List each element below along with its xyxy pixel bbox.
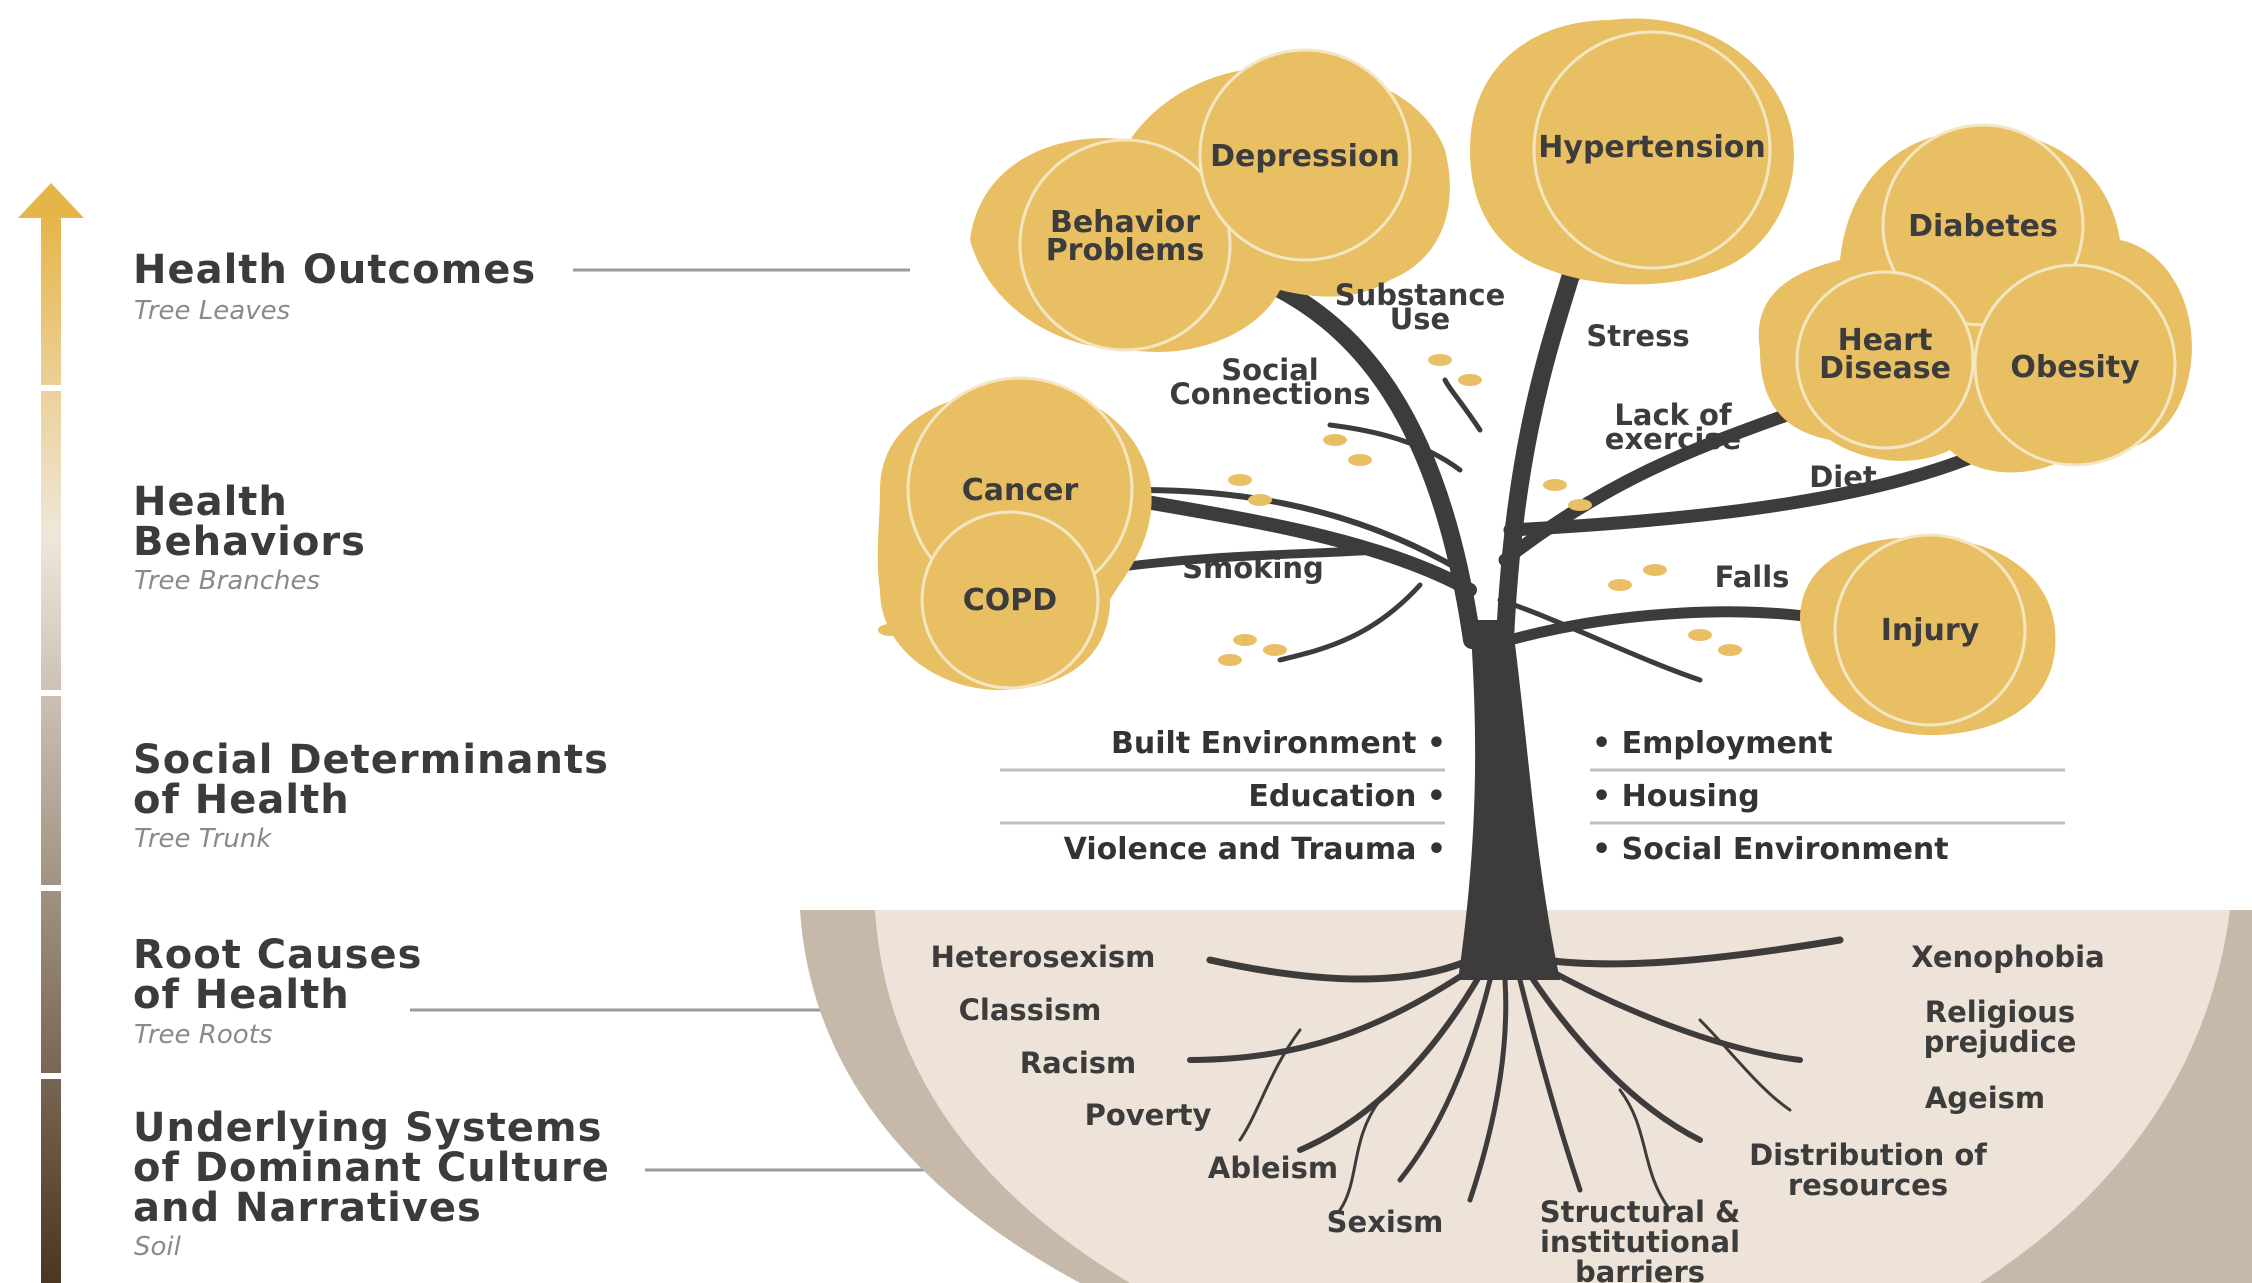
level-subtitle-tree-leaves: Tree Leaves [134,296,291,326]
root-poverty: Poverty [1085,1098,1212,1132]
outcome-diabetes: Diabetes [1908,209,2058,244]
determinant-built-environment: Built Environment • [1111,726,1446,761]
behavior-stress: Stress [1586,319,1689,353]
level-title-health-outcomes: Health Outcomes [133,247,537,293]
behavior-smoking: Smoking [1182,551,1324,585]
root-ableism: Ableism [1208,1151,1338,1185]
behavior-diet: Diet [1809,460,1877,494]
determinant-education: Education • [1248,779,1446,814]
outcome-injury: Injury [1881,613,1980,648]
root-racism: Racism [1020,1046,1137,1080]
level-subtitle-soil: Soil [134,1232,181,1262]
soil [800,910,2252,1283]
outcome-obesity: Obesity [2010,350,2140,385]
determinant-violence-trauma: Violence and Trauma • [1063,832,1446,867]
level-arrow [18,183,84,1283]
root-classism: Classism [959,993,1102,1027]
outcome-hypertension: Hypertension [1538,130,1765,165]
level-subtitle-tree-branches: Tree Branches [134,566,321,596]
determinant-social-environment: • Social Environment [1592,832,1949,867]
determinant-lines [1000,768,2065,825]
outcome-copd: COPD [963,583,1057,618]
determinant-employment: • Employment [1592,726,1833,761]
root-heterosexism: Heterosexism [931,940,1156,974]
root-sexism: Sexism [1327,1205,1444,1239]
outcome-cancer: Cancer [962,473,1079,508]
level-subtitle-tree-trunk: Tree Trunk [134,824,272,854]
root-cause-labels: Heterosexism Classism Racism Poverty Abl… [931,940,2105,1283]
tree-roots [1187,936,1844,1212]
determinant-housing: • Housing [1592,779,1760,814]
outcome-leaves [877,18,2192,736]
level-subtitle-tree-roots: Tree Roots [134,1020,273,1050]
outcome-depression: Depression [1210,139,1400,174]
root-ageism: Ageism [1925,1081,2045,1115]
behavior-falls: Falls [1715,560,1790,594]
root-xenophobia: Xenophobia [1911,940,2104,974]
